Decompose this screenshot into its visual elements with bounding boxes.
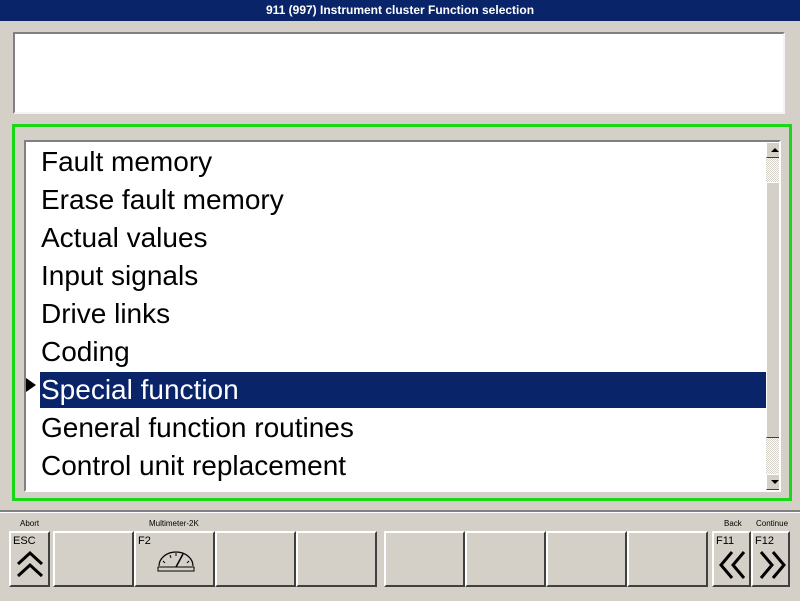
function-list[interactable]: Fault memory Erase fault memory Actual v… bbox=[24, 140, 781, 492]
function-list-frame: Fault memory Erase fault memory Actual v… bbox=[12, 124, 792, 501]
scrollbar-thumb[interactable] bbox=[766, 182, 779, 438]
scroll-down-button[interactable] bbox=[766, 474, 779, 490]
f2-caption: Multimeter-2K bbox=[149, 519, 199, 528]
list-item-erase-fault-memory[interactable]: Erase fault memory bbox=[41, 184, 284, 215]
esc-key-label: ESC bbox=[13, 535, 36, 547]
list-item-actual-values[interactable]: Actual values bbox=[41, 222, 208, 253]
list-item-special-function[interactable]: Special function bbox=[40, 372, 766, 408]
f7-empty-button[interactable] bbox=[465, 531, 546, 587]
f11-back-button[interactable]: F11 bbox=[712, 531, 751, 587]
double-chevron-left-icon bbox=[719, 551, 746, 579]
list-item-general-function-routines[interactable]: General function routines bbox=[41, 412, 354, 443]
list-item-coding[interactable]: Coding bbox=[41, 336, 130, 367]
f12-caption: Continue bbox=[756, 519, 789, 528]
scroll-up-button[interactable] bbox=[766, 142, 779, 158]
f12-key-label: F12 bbox=[755, 535, 774, 547]
window-title-bar: 911 (997) Instrument cluster Function se… bbox=[0, 0, 800, 21]
arrow-down-icon bbox=[771, 480, 779, 484]
list-scrollbar[interactable] bbox=[766, 142, 779, 490]
info-text-box bbox=[13, 32, 785, 114]
arrow-up-icon bbox=[771, 148, 779, 152]
f3-empty-button[interactable] bbox=[53, 531, 134, 587]
f4-empty-button[interactable] bbox=[215, 531, 296, 587]
selection-pointer-icon bbox=[26, 378, 36, 392]
list-item-input-signals[interactable]: Input signals bbox=[41, 260, 199, 291]
esc-caption: Abort bbox=[20, 519, 40, 528]
window-title: 911 (997) Instrument cluster Function se… bbox=[265, 3, 535, 17]
esc-abort-button[interactable]: ESC bbox=[9, 531, 50, 587]
double-chevron-up-icon bbox=[16, 550, 44, 578]
multimeter-icon bbox=[157, 551, 195, 572]
f12-continue-button[interactable]: F12 bbox=[751, 531, 790, 587]
f2-multimeter-button[interactable]: F2 bbox=[134, 531, 215, 587]
list-item-control-unit-replacement[interactable]: Control unit replacement bbox=[41, 450, 347, 481]
f2-key-label: F2 bbox=[138, 535, 151, 547]
list-item-fault-memory[interactable]: Fault memory bbox=[41, 146, 213, 177]
double-chevron-right-icon bbox=[759, 551, 786, 579]
f8-empty-button[interactable] bbox=[546, 531, 627, 587]
f9-empty-button[interactable] bbox=[627, 531, 708, 587]
function-key-bar: Abort Multimeter-2K Back Continue ESC F2… bbox=[0, 512, 800, 601]
f11-caption: Back bbox=[724, 519, 742, 528]
list-item-drive-links[interactable]: Drive links bbox=[41, 298, 171, 329]
f11-key-label: F11 bbox=[716, 535, 735, 547]
f5-empty-button[interactable] bbox=[296, 531, 377, 587]
function-bar-divider bbox=[0, 510, 800, 513]
f6-empty-button[interactable] bbox=[384, 531, 465, 587]
